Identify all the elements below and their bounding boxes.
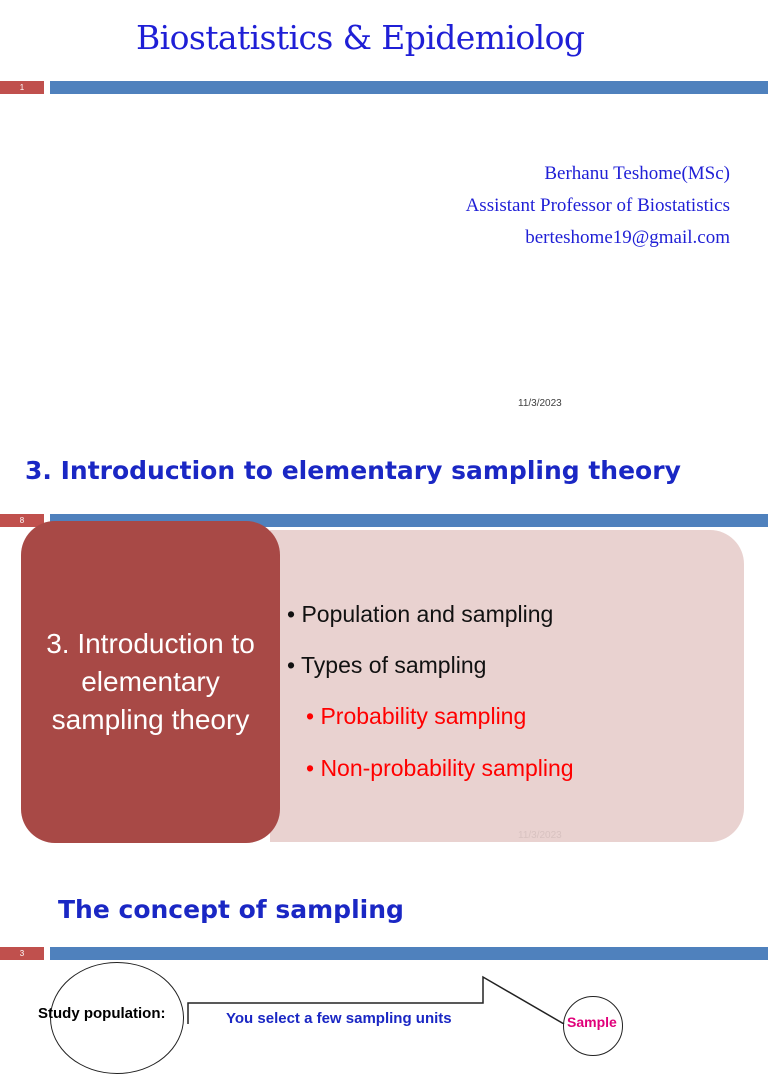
slide1-date: 11/3/2023 bbox=[518, 398, 562, 409]
bullet-panel bbox=[270, 530, 744, 842]
slide2-number: 8 bbox=[19, 516, 25, 525]
study-population-label: Study population: bbox=[38, 1005, 166, 1022]
slide3-number-bar: 3 bbox=[0, 947, 44, 960]
slide2-title: 3. Introduction to elementary sampling t… bbox=[25, 456, 681, 485]
slide1-title: Biostatistics & Epidemiolog bbox=[136, 18, 585, 57]
sample-label: Sample bbox=[567, 1014, 617, 1030]
slide2-date: 11/3/2023 bbox=[518, 830, 562, 841]
bullet-population: • Population and sampling bbox=[287, 601, 554, 627]
slide1-title-bar bbox=[50, 81, 768, 94]
slide3-title: The concept of sampling bbox=[58, 895, 404, 924]
author-email: berteshome19@gmail.com bbox=[525, 227, 730, 248]
author-name: Berhanu Teshome(MSc) bbox=[544, 163, 730, 184]
arrow-text: You select a few sampling units bbox=[226, 1010, 452, 1027]
bullet-probability: • Probability sampling bbox=[306, 703, 527, 729]
slide3-number: 3 bbox=[19, 949, 25, 958]
block-arrow bbox=[187, 975, 565, 1024]
topic-box: 3. Introduction to elementary sampling t… bbox=[21, 521, 280, 843]
author-role: Assistant Professor of Biostatistics bbox=[465, 195, 730, 216]
slide1-number: 1 bbox=[19, 83, 25, 92]
slide3-title-bar bbox=[50, 947, 768, 960]
bullet-non-probability: • Non-probability sampling bbox=[306, 755, 574, 781]
slide1-number-bar: 1 bbox=[0, 81, 44, 94]
slide2-number-bar: 8 bbox=[0, 514, 44, 527]
bullet-types: • Types of sampling bbox=[287, 652, 487, 678]
topic-box-text: 3. Introduction to elementary sampling t… bbox=[46, 628, 255, 735]
